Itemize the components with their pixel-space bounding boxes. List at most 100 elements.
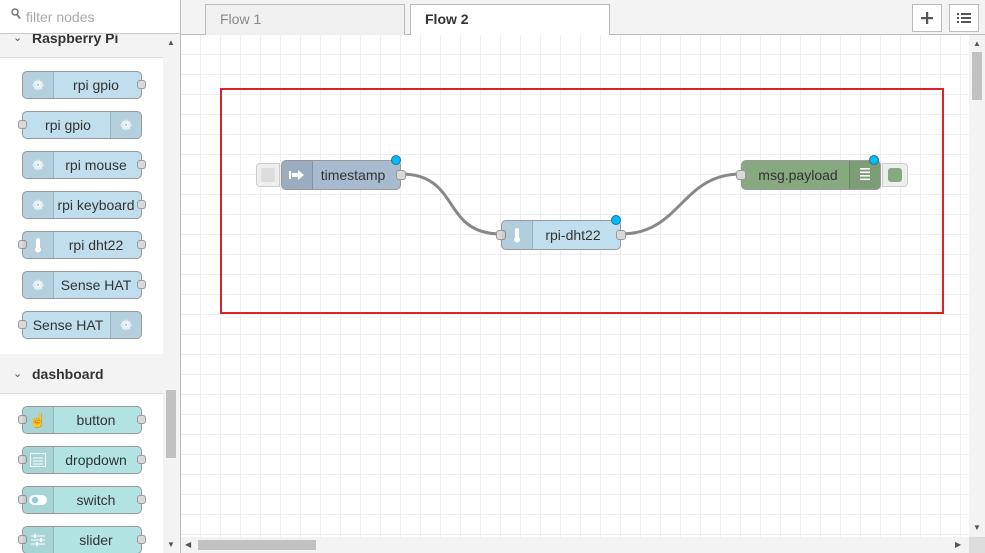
chevron-down-icon: ⌄ [13, 367, 23, 380]
output-port [137, 160, 146, 169]
scroll-left-arrow[interactable]: ◀ [185, 540, 192, 549]
thermometer-icon [502, 221, 533, 249]
palette-node-label: rpi keyboard [57, 197, 135, 213]
scrollbar-corner [969, 537, 985, 553]
palette-node-rpi-gpio-in[interactable]: ❁ rpi gpio [22, 71, 146, 99]
input-port [18, 455, 27, 464]
flow-node-timestamp[interactable]: timestamp [256, 155, 406, 190]
changed-indicator [611, 215, 621, 225]
palette-node-label: slider [79, 532, 113, 548]
palette-node-switch[interactable]: switch [18, 486, 146, 514]
wire-timestamp-to-rpi-dht22 [400, 172, 502, 236]
arrow-in-icon [282, 161, 313, 189]
category-title: Raspberry Pi [32, 34, 119, 46]
filter-nodes-input[interactable] [26, 6, 166, 28]
input-port[interactable] [736, 170, 746, 180]
category-header-dashboard[interactable]: ⌄ dashboard [0, 354, 163, 394]
palette-node-slider[interactable]: slider [18, 526, 146, 553]
flow-canvas[interactable]: timestamp rpi-dht22 msg.payload [181, 35, 969, 537]
raspberry-icon: ❁ [110, 112, 141, 138]
flow-node-rpi-dht22[interactable]: rpi-dht22 [496, 215, 626, 250]
raspberry-icon: ❁ [23, 272, 54, 298]
palette-node-label: button [76, 412, 116, 428]
plus-icon [921, 12, 933, 24]
scrollbar-thumb[interactable] [972, 52, 982, 100]
input-port [18, 120, 27, 129]
palette-node-label: Sense HAT [32, 317, 104, 333]
palette-node-label: Sense HAT [60, 277, 132, 293]
palette-node-label: rpi gpio [73, 77, 119, 93]
output-port [137, 535, 146, 544]
changed-indicator [391, 155, 401, 165]
flow-node-label: rpi-dht22 [545, 227, 601, 243]
flow-node-label: timestamp [320, 167, 386, 183]
raspberry-icon: ❁ [23, 152, 54, 178]
add-flow-button[interactable] [912, 4, 942, 32]
output-port [137, 415, 146, 424]
output-port[interactable] [616, 230, 626, 240]
flow-node-msg-payload[interactable]: msg.payload [736, 155, 908, 190]
palette-node-label: rpi gpio [45, 117, 91, 133]
input-port [18, 415, 27, 424]
scrollbar-thumb[interactable] [198, 540, 316, 550]
wire-rpi-dht22-to-msg-payload [620, 172, 742, 236]
workspace: timestamp rpi-dht22 msg.payload [181, 35, 985, 553]
input-port [18, 240, 27, 249]
raspberry-icon: ❁ [110, 312, 141, 338]
palette-node-dropdown[interactable]: dropdown [18, 446, 146, 474]
list-icon [23, 447, 54, 473]
debug-toggle-button[interactable] [882, 163, 908, 187]
palette-node-label: dropdown [65, 452, 127, 468]
workspace-vertical-scrollbar[interactable]: ▲ ▼ [969, 35, 985, 537]
output-port [137, 80, 146, 89]
palette-node-label: rpi dht22 [68, 237, 124, 253]
hand-pointer-icon: ☝ [23, 407, 54, 433]
category-header-raspberry-pi[interactable]: ⌄ Raspberry Pi [0, 34, 163, 58]
flow-list-button[interactable] [949, 4, 979, 32]
category-title: dashboard [32, 365, 104, 382]
palette-node-rpi-dht22[interactable]: rpi dht22 [18, 231, 146, 259]
wires-layer [400, 172, 742, 236]
node-palette: ⌄ Raspberry Pi ❁ rpi gpio rpi gpio ❁ ❁ r… [0, 0, 181, 553]
scroll-up-arrow[interactable]: ▲ [167, 38, 175, 47]
input-port[interactable] [496, 230, 506, 240]
flow-node-label: msg.payload [758, 167, 838, 183]
sliders-icon [23, 527, 54, 553]
toggle-icon [23, 487, 54, 513]
palette-node-sense-hat-in[interactable]: ❁ Sense HAT [22, 271, 146, 299]
changed-indicator [869, 155, 879, 165]
palette-node-rpi-mouse[interactable]: ❁ rpi mouse [22, 151, 146, 179]
workspace-horizontal-scrollbar[interactable]: ◀ ▶ [181, 537, 969, 553]
output-port [137, 280, 146, 289]
palette-node-label: rpi mouse [65, 157, 127, 173]
palette-node-rpi-gpio-out[interactable]: rpi gpio ❁ [18, 111, 142, 139]
debug-list-icon [849, 161, 880, 189]
list-menu-icon [957, 13, 971, 23]
output-port[interactable] [396, 170, 406, 180]
input-port [18, 535, 27, 544]
output-port [137, 240, 146, 249]
scrollbar-thumb[interactable] [166, 390, 176, 458]
category-body-raspberry-pi: ❁ rpi gpio rpi gpio ❁ ❁ rpi mouse ❁ rpi … [0, 58, 163, 354]
palette-node-sense-hat-out[interactable]: Sense HAT ❁ [18, 311, 142, 339]
raspberry-icon: ❁ [23, 72, 54, 98]
tab-flow-2[interactable]: Flow 2 [410, 4, 610, 36]
palette-scrollbar[interactable]: ▲ ▼ [163, 34, 179, 553]
input-port [18, 320, 27, 329]
workspace-tabs: Flow 1 Flow 2 [181, 0, 985, 36]
input-port [18, 495, 27, 504]
palette-node-rpi-keyboard[interactable]: ❁ rpi keyboard [22, 191, 146, 219]
category-body-dashboard: ☝ button dropdown switch [0, 394, 163, 553]
output-port [137, 200, 146, 209]
inject-button[interactable] [256, 163, 280, 187]
output-port [137, 495, 146, 504]
chevron-down-icon: ⌄ [13, 34, 23, 44]
output-port [137, 455, 146, 464]
search-icon [11, 8, 21, 23]
palette-node-button[interactable]: ☝ button [18, 406, 146, 434]
scroll-down-arrow[interactable]: ▼ [973, 523, 981, 532]
scroll-down-arrow[interactable]: ▼ [167, 540, 175, 549]
tab-flow-1[interactable]: Flow 1 [205, 4, 405, 35]
scroll-up-arrow[interactable]: ▲ [973, 39, 981, 48]
scroll-right-arrow[interactable]: ▶ [955, 540, 962, 549]
